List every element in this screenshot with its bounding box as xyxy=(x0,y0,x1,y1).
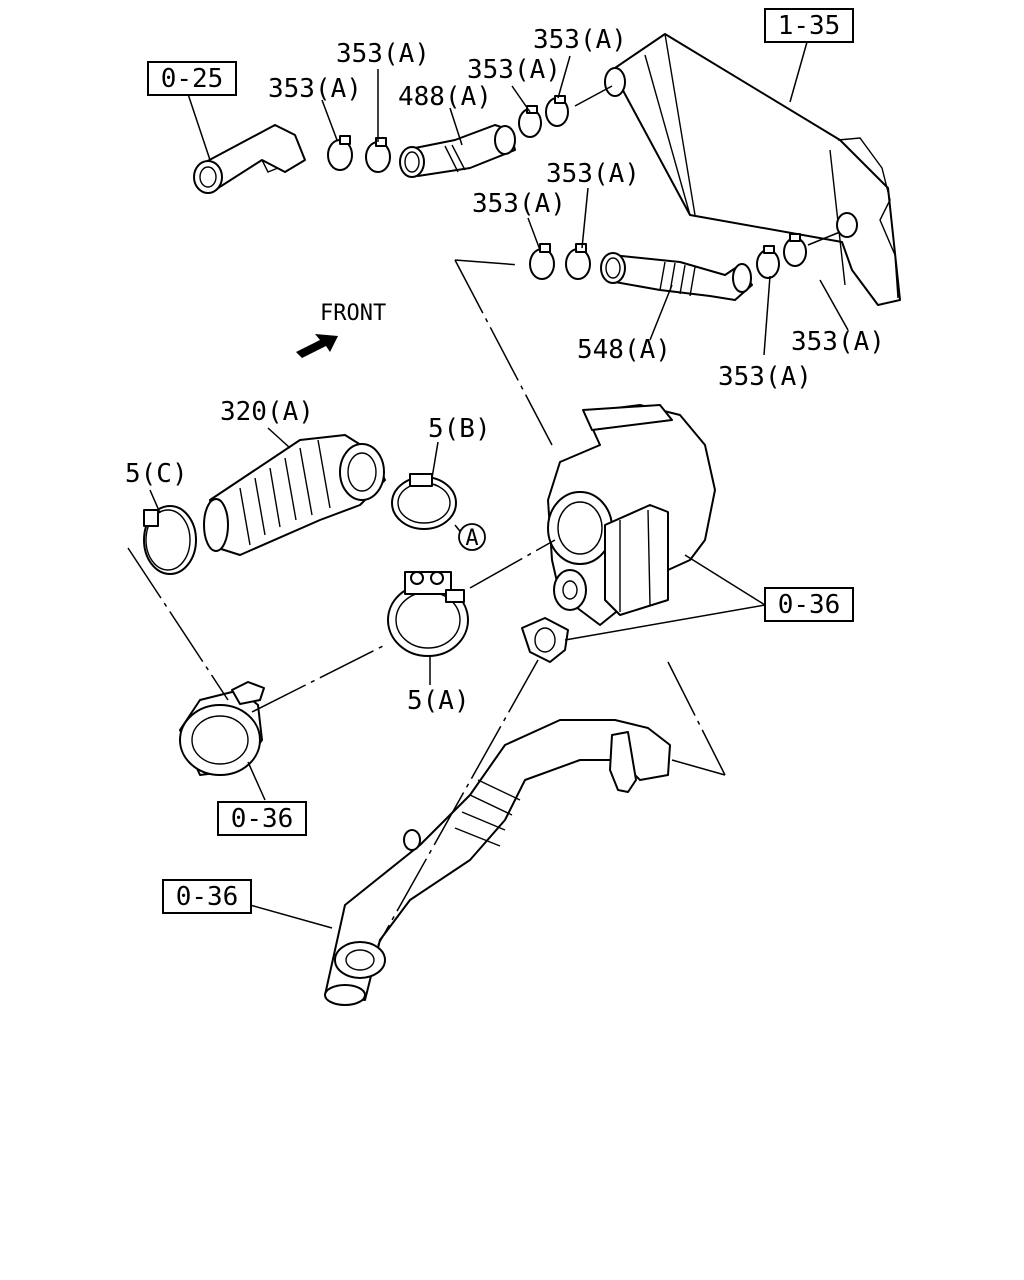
gasket xyxy=(521,617,569,663)
exhaust-pipe xyxy=(324,719,671,1006)
ref-box-exhaust-pipe: 0-36 xyxy=(162,879,252,914)
hose-548 xyxy=(600,252,753,301)
callout-circle-label: A xyxy=(465,526,478,551)
ref-label-1-35: 1-35 xyxy=(778,11,841,41)
clamp-mid-2 xyxy=(565,243,591,280)
ref-label-0-36-pipe: 0-36 xyxy=(176,882,239,912)
label-353a-7: 353(A) xyxy=(791,327,885,357)
alignment-lines xyxy=(127,259,726,946)
label-488a: 488(A) xyxy=(398,82,492,112)
turbocharger xyxy=(547,404,716,626)
front-label: FRONT xyxy=(320,301,386,326)
clamp-upper-2 xyxy=(365,137,391,173)
label-353a-8: 353(A) xyxy=(718,362,812,392)
ref-box-turbo: 0-36 xyxy=(764,587,854,622)
leader-lines xyxy=(149,41,849,929)
label-548a: 548(A) xyxy=(577,335,671,365)
ref-label-0-36-turbo: 0-36 xyxy=(778,590,841,620)
clamp-5a xyxy=(387,571,469,657)
clamp-upper-4 xyxy=(545,95,569,127)
label-353a-5: 353(A) xyxy=(546,159,640,189)
clamp-upper-3 xyxy=(518,105,542,138)
part-labels: 353(A) 353(A) 353(A) 353(A) 488(A) 353(A… xyxy=(125,25,885,716)
clamp-5c xyxy=(143,505,197,575)
clamp-mid-4 xyxy=(783,233,807,267)
ref-box-inlet-pipe: 0-25 xyxy=(147,61,237,96)
label-353a-3: 353(A) xyxy=(467,55,561,85)
elbow xyxy=(179,681,265,776)
front-arrow-icon xyxy=(296,334,338,358)
ref-label-0-36-elbow: 0-36 xyxy=(231,804,294,834)
label-353a-1: 353(A) xyxy=(336,39,430,69)
label-5b: 5(B) xyxy=(428,414,491,444)
label-353a-2: 353(A) xyxy=(268,74,362,104)
callout-circle-a: A xyxy=(458,523,486,551)
label-320a: 320(A) xyxy=(220,397,314,427)
label-5a: 5(A) xyxy=(407,686,470,716)
hose-488 xyxy=(399,124,516,178)
hose-320 xyxy=(203,434,386,556)
label-353a-6: 353(A) xyxy=(472,189,566,219)
clamp-mid-3 xyxy=(756,245,780,279)
label-5c: 5(C) xyxy=(125,459,188,489)
label-353a-4: 353(A) xyxy=(533,25,627,55)
ref-box-elbow: 0-36 xyxy=(217,801,307,836)
clamp-mid-1 xyxy=(529,243,555,280)
inlet-pipe xyxy=(193,124,306,194)
ref-box-intercooler: 1-35 xyxy=(764,8,854,43)
ref-label-0-25: 0-25 xyxy=(161,64,224,94)
clamp-5b xyxy=(391,473,457,530)
clamp-upper-1 xyxy=(327,135,353,171)
